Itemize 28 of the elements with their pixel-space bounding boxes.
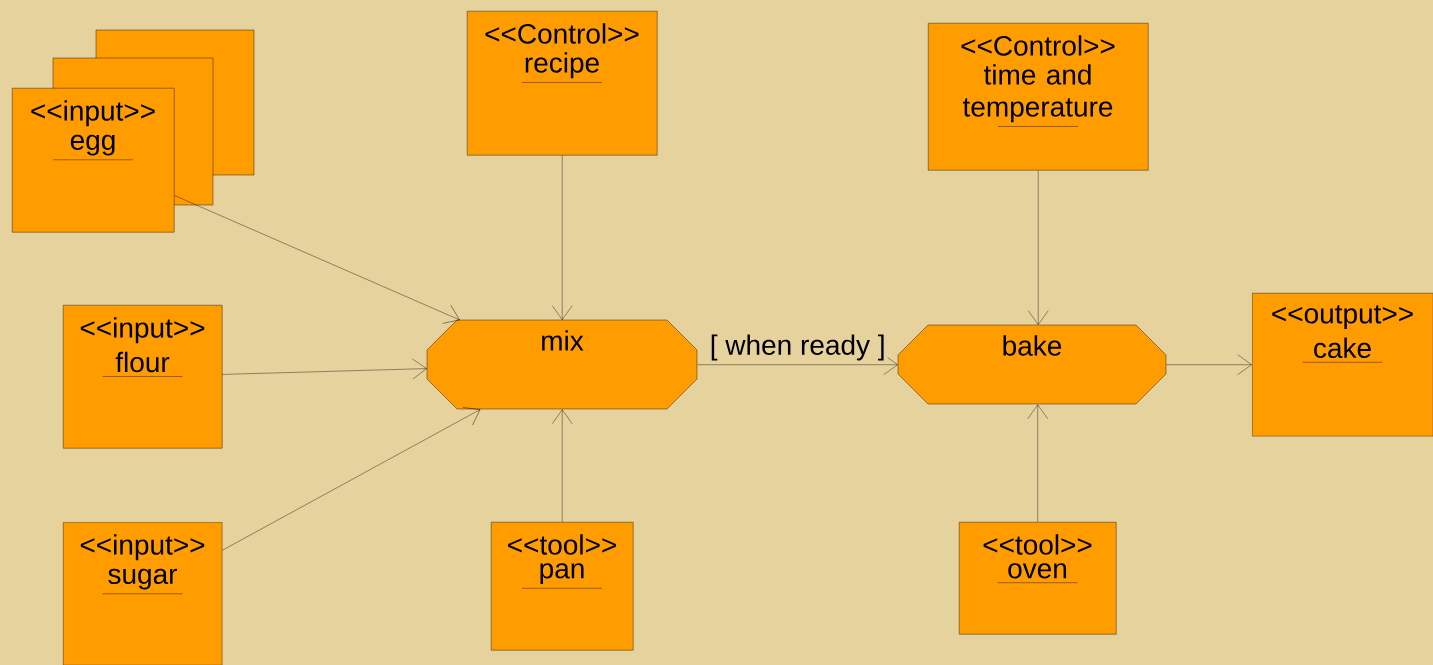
name-label: flour <box>102 351 183 377</box>
arrow <box>552 155 573 320</box>
arrow <box>697 354 898 375</box>
arrow <box>1028 170 1049 325</box>
edge-label: [ when ready ] <box>707 332 888 363</box>
name-label: pan <box>521 563 603 589</box>
name-label: time and temperature <box>962 64 1113 127</box>
name-label: egg <box>52 134 134 160</box>
stereotype-label: <<Control>> <box>485 23 639 44</box>
arrow <box>222 358 427 380</box>
stereotype-label: <<output>> <box>1272 305 1413 330</box>
arrow <box>222 407 481 551</box>
activity-label: mix <box>542 330 584 351</box>
name-label: cake <box>1302 337 1383 363</box>
arrow <box>174 195 460 324</box>
name-label: oven <box>997 563 1078 583</box>
arrow <box>1166 354 1252 375</box>
stereotype-label: <<input>> <box>80 534 205 561</box>
stereotype-label: <<tool>> <box>983 534 1092 555</box>
arrow <box>1027 404 1048 523</box>
name-label: sugar <box>102 568 183 594</box>
name-label: recipe <box>521 52 603 83</box>
arrow <box>552 409 573 523</box>
stereotype-label: <<input>> <box>80 317 205 344</box>
stereotype-label: <<Control>> <box>961 35 1115 56</box>
activity-label: bake <box>1003 335 1062 356</box>
stereotype-label: <<input>> <box>31 100 155 127</box>
stereotype-label: <<tool>> <box>508 534 616 555</box>
